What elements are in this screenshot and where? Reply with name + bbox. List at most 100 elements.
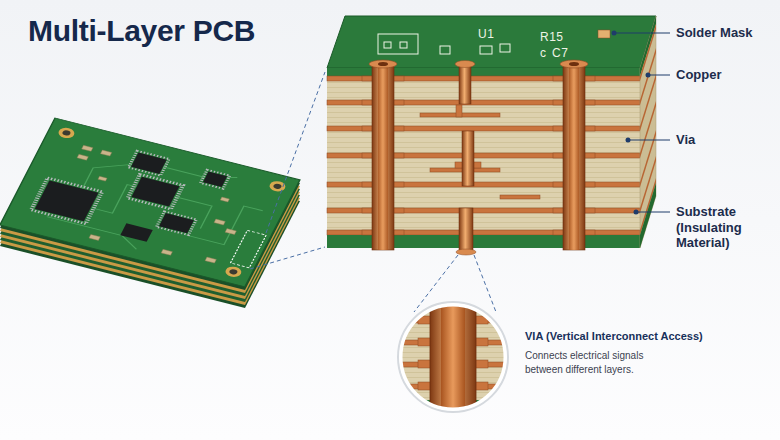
leader-line	[646, 73, 651, 78]
mounting-hole	[56, 126, 76, 139]
smd-component	[77, 154, 88, 160]
leader-line	[628, 140, 670, 141]
cross-section	[327, 16, 656, 68]
leader-line	[612, 31, 671, 215]
silkscreen	[440, 46, 450, 54]
chip	[35, 180, 99, 221]
smd-component	[161, 249, 172, 255]
silkscreen	[400, 42, 407, 48]
mounting-hole	[12, 126, 287, 278]
chip	[129, 151, 170, 176]
silkscreen-label: R15	[540, 30, 564, 44]
trace	[186, 196, 262, 249]
smd-component	[89, 234, 100, 240]
copper-layer	[640, 48, 656, 105]
via	[459, 208, 473, 252]
silkscreen-label: U1	[478, 27, 494, 41]
via	[560, 60, 588, 68]
leader-line	[614, 33, 670, 34]
callout-text: Connects electrical signals between diff…	[525, 349, 675, 376]
via	[563, 64, 585, 250]
chip	[131, 177, 179, 207]
mounting-hole	[61, 130, 71, 137]
silkscreen-label: C7	[552, 46, 568, 60]
via-inset	[401, 305, 505, 409]
copper-layer	[640, 130, 656, 187]
cross-section	[327, 16, 656, 255]
internal-trace	[500, 195, 540, 199]
silkscreen	[378, 34, 418, 54]
silkscreen	[384, 42, 391, 48]
board-surface	[0, 118, 300, 287]
smd-component	[82, 145, 93, 151]
via-inset	[398, 300, 508, 415]
chip	[31, 178, 102, 224]
leader-line	[612, 31, 617, 36]
part-label: Copper	[676, 67, 722, 83]
callout-title: VIA (Vertical Interconnect Access)	[525, 330, 703, 342]
via	[369, 60, 397, 68]
copper-layer	[640, 74, 656, 131]
mounting-hole	[267, 180, 287, 193]
leader-line	[614, 33, 670, 212]
mounting-hole	[272, 183, 282, 190]
chip	[200, 170, 229, 189]
leader-line	[626, 138, 631, 143]
via-inset	[441, 300, 465, 415]
chip	[156, 211, 196, 235]
silkscreen	[500, 44, 510, 52]
part-label: Solder Mask	[676, 25, 753, 41]
via	[372, 64, 394, 250]
trace	[163, 160, 237, 185]
zoom-line	[474, 255, 496, 312]
smd-component	[42, 145, 258, 270]
chip	[203, 172, 227, 187]
leader-line	[612, 31, 651, 215]
leader-line	[648, 75, 670, 76]
smd-pad	[598, 30, 610, 38]
internal-trace	[456, 105, 462, 117]
part-label: Substrate (Insulating Material)	[676, 204, 766, 251]
chip	[131, 152, 167, 173]
chip	[120, 223, 152, 242]
via-inset	[430, 300, 476, 415]
cross-section	[640, 16, 656, 248]
via	[362, 76, 595, 235]
board-surface	[0, 118, 300, 287]
via	[456, 249, 476, 255]
mounting-hole	[228, 268, 238, 275]
part-label: Via	[676, 132, 695, 148]
via-inset	[400, 300, 506, 415]
via	[455, 61, 475, 68]
via	[462, 131, 474, 186]
smd-component	[205, 257, 216, 263]
silkscreen	[480, 46, 492, 54]
cross-section	[640, 16, 656, 76]
mounting-hole	[223, 265, 243, 278]
copper-layer	[640, 178, 656, 235]
zoom-line	[266, 72, 325, 233]
copper-layer	[640, 101, 656, 158]
internal-trace	[420, 105, 540, 199]
smd-component	[220, 197, 229, 202]
page-title: Multi-Layer PCB	[28, 14, 255, 48]
via	[569, 62, 579, 66]
chip	[128, 174, 184, 209]
zoom-line	[250, 72, 325, 269]
smd-component	[214, 219, 225, 225]
via	[378, 64, 388, 250]
chip	[30, 134, 231, 253]
pcb-board	[0, 118, 300, 308]
via	[569, 64, 579, 250]
chip	[159, 213, 194, 233]
via	[378, 62, 388, 66]
cross-section	[640, 183, 656, 248]
leader-line	[636, 212, 670, 213]
via	[362, 60, 595, 255]
leader-line	[634, 210, 639, 215]
smd-component	[225, 229, 236, 235]
silkscreen-label: c	[540, 46, 547, 60]
